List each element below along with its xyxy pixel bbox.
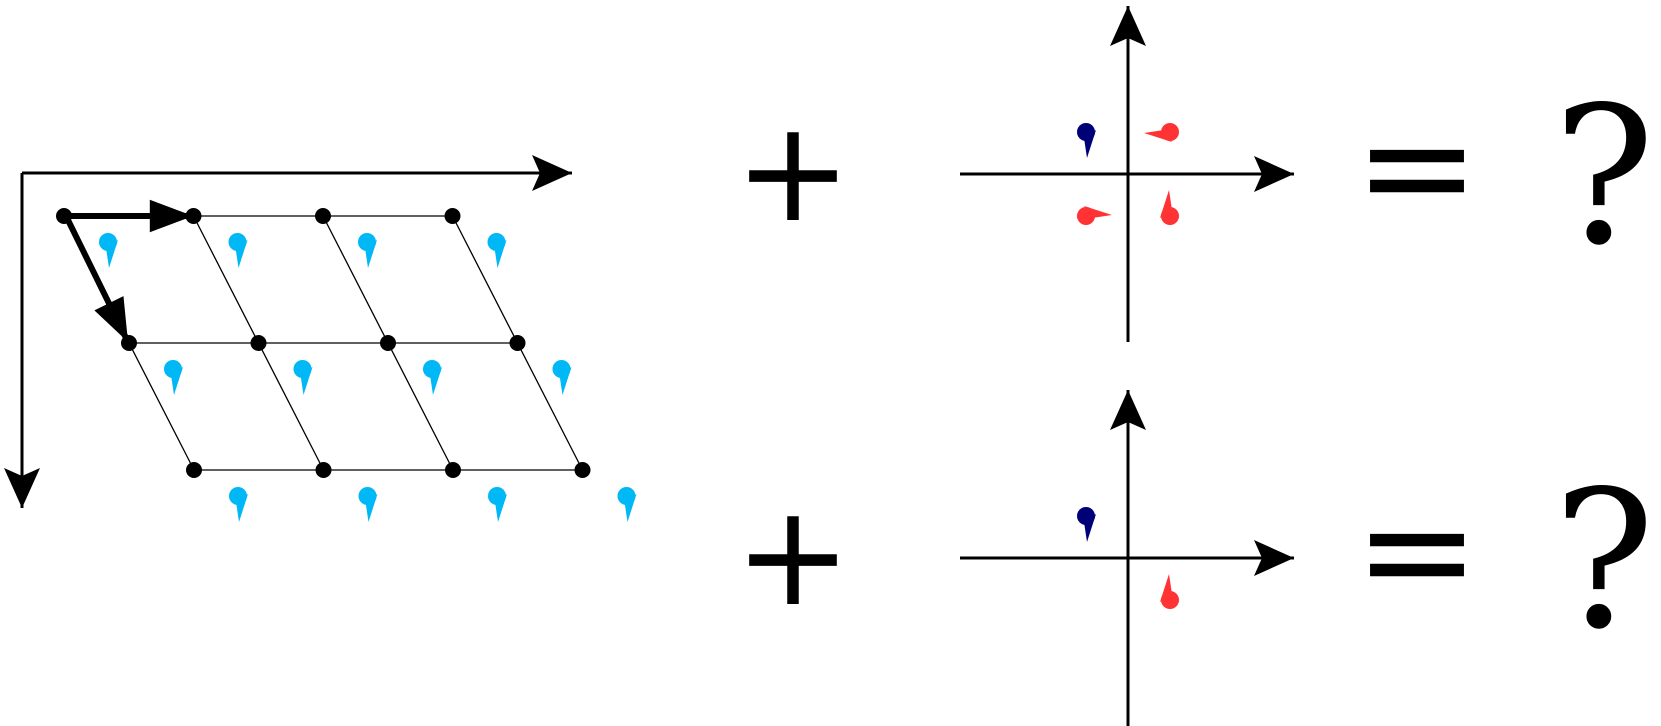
teardrop-motif-icon xyxy=(358,487,378,522)
lattice-point xyxy=(315,208,331,224)
teardrop-motif-icon xyxy=(358,233,377,268)
lattice-point xyxy=(250,335,267,351)
teardrop-motif-icon xyxy=(1144,123,1179,142)
lattice-point xyxy=(315,462,332,478)
teardrop-motif-icon xyxy=(229,487,248,522)
equals-sign: = xyxy=(1354,464,1480,638)
teardrop-motif-icon xyxy=(99,233,118,268)
plus-sign: + xyxy=(734,91,851,254)
lattice-motifs xyxy=(99,233,637,522)
teardrop-motif-icon xyxy=(488,487,507,522)
lattice-point xyxy=(444,208,461,224)
panel-2-motifs xyxy=(1077,507,1179,609)
plus-sign: + xyxy=(734,475,851,638)
teardrop-motif-icon xyxy=(552,360,572,395)
question-mark: ? xyxy=(1553,66,1655,287)
teardrop-motif-icon xyxy=(1077,123,1096,158)
question-mark: ? xyxy=(1553,450,1655,671)
lattice-point xyxy=(380,335,396,351)
lattice-point xyxy=(574,462,591,478)
lattice-grid xyxy=(63,215,584,471)
teardrop-motif-icon xyxy=(164,360,183,395)
teardrop-motif-icon xyxy=(617,487,637,522)
teardrop-motif-icon xyxy=(1077,206,1112,225)
teardrop-motif-icon xyxy=(228,233,248,268)
point-group-panel-2 xyxy=(960,390,1294,726)
teardrop-motif-icon xyxy=(1160,190,1179,225)
teardrop-motif-icon xyxy=(1077,507,1096,542)
teardrop-motif-icon xyxy=(423,360,442,395)
lattice-point xyxy=(445,462,461,478)
basis-vector-b xyxy=(63,214,131,344)
teardrop-motif-icon xyxy=(487,233,507,268)
lattice-point xyxy=(186,462,202,478)
equation-row-2: + = ? xyxy=(734,390,1655,726)
lattice-point xyxy=(509,335,526,351)
teardrop-motif-icon xyxy=(1160,574,1179,609)
teardrop-motif-icon xyxy=(293,360,313,395)
point-group-panel-1 xyxy=(960,6,1294,342)
lattice-panel xyxy=(4,155,637,522)
equals-sign: = xyxy=(1354,80,1480,254)
panel-1-motifs xyxy=(1077,123,1179,225)
equation-row-1: + = ? xyxy=(734,6,1655,342)
